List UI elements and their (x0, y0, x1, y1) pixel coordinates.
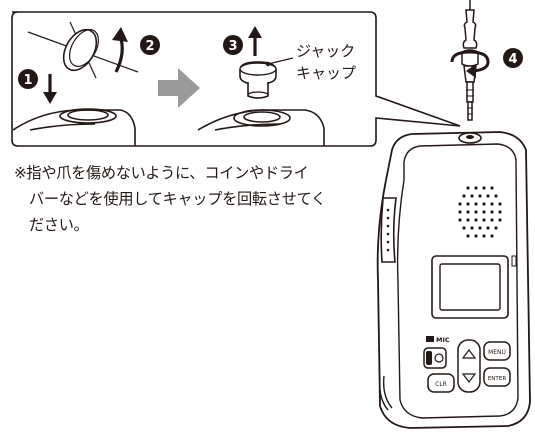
step-4-badge: 4 (503, 48, 523, 68)
caution-note-line-3: ださい。 (29, 216, 89, 234)
jack-port (458, 132, 482, 144)
svg-text:2: 2 (145, 39, 154, 54)
lcd-display (431, 255, 517, 319)
menu-button[interactable]: MENU (483, 341, 511, 361)
clr-button[interactable]: CLR (427, 373, 455, 393)
svg-text:ENTER: ENTER (488, 376, 507, 382)
svg-text:1: 1 (23, 73, 32, 88)
enter-button[interactable]: ENTER (483, 367, 511, 387)
caution-note: ※指や爪を傷めないように、コインやドライ バーなどを使用してキャップを回転させて… (14, 160, 364, 238)
press-down-arrow-icon (43, 74, 57, 104)
rotate-arrow-icon (112, 27, 128, 73)
svg-text:MENU: MENU (488, 349, 506, 356)
step-1-badge: 1 (18, 69, 38, 89)
mic-label: MIC (426, 336, 450, 344)
turn-arrow-icon (450, 50, 490, 78)
next-step-arrow-icon (158, 68, 200, 108)
callout-leader (265, 57, 294, 67)
strap-hole (378, 375, 393, 411)
step-2-badge: 2 (140, 35, 160, 55)
device-top-left (12, 108, 136, 146)
device-top-right (197, 109, 325, 146)
step-3-badge: 3 (223, 35, 243, 55)
svg-text:3: 3 (228, 39, 237, 54)
power-button[interactable] (423, 347, 447, 369)
coin-icon (27, 21, 139, 79)
callout-panel (11, 11, 461, 147)
side-clip (380, 197, 397, 263)
caution-note-line-1: ※指や爪を傷めないように、コインやドライ (14, 164, 309, 182)
screwdriver-tool (461, 0, 479, 121)
svg-text:MIC: MIC (436, 336, 450, 344)
callout-label-line1: ジャック (296, 42, 355, 60)
jack-cap-icon (239, 61, 277, 99)
svg-text:4: 4 (508, 52, 517, 67)
callout-label-line2: キャップ (296, 64, 356, 82)
up-down-button[interactable] (457, 339, 481, 393)
speaker-grille (458, 186, 502, 238)
lift-up-arrow-icon (248, 26, 262, 56)
svg-text:CLR: CLR (435, 381, 447, 388)
caution-note-line-2: バーなどを使用してキャップを回転させてく (29, 190, 326, 208)
